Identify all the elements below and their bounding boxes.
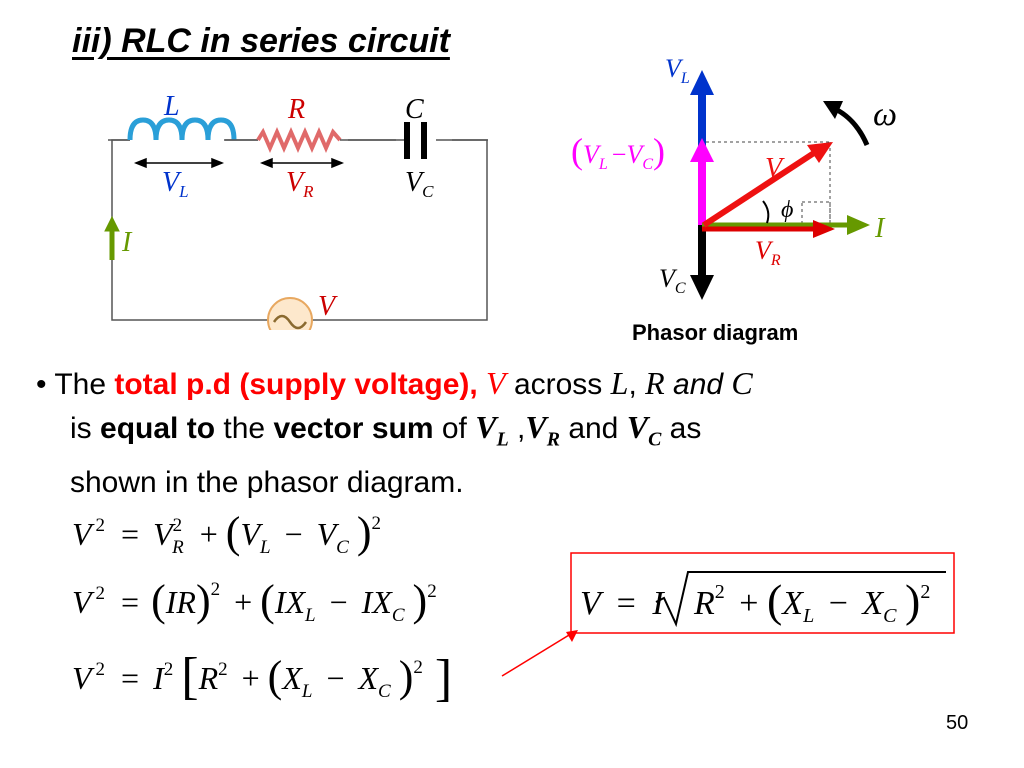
bullet-line-2: is equal to the vector sum of VL ,VR and… [70, 409, 702, 451]
vc-phasor-arrow [690, 225, 714, 300]
current-phasor-arrow [702, 215, 870, 235]
circuit-vc-label: VC [405, 167, 434, 201]
bullet-line-1: • The total p.d (supply voltage), V acro… [36, 365, 753, 401]
bullet-mark: • [36, 368, 47, 401]
resistor-label: R [287, 94, 305, 125]
phasor-vl-minus-vc-label: (VL−VC) [571, 131, 665, 173]
current-label: I [121, 227, 133, 258]
vl-minus-vc-phasor-arrow [690, 138, 714, 227]
source-voltage-label: V [318, 291, 338, 322]
highlight-vector-sum: vector sum [273, 412, 434, 445]
circuit-vr-label: VR [286, 167, 314, 201]
phasor-diagram: VL (VL−VC) V ϕ I VR VC ω [571, 54, 897, 300]
boxed-formula-area: V = I R2 + (XL − XC )2 [501, 552, 955, 677]
bullet-line-3: shown in the phasor diagram. [70, 466, 464, 500]
phasor-omega-label: ω [873, 96, 897, 133]
phasor-current-label: I [874, 213, 886, 244]
inductor-coil [127, 117, 237, 141]
capacitor-label: C [405, 94, 424, 125]
circuit-vl-label: VL [162, 167, 189, 201]
phasor-vc-label: VC [659, 264, 686, 297]
pointer-arrowhead [566, 630, 578, 642]
bullet-paragraph: • The total p.d (supply voltage), V acro… [36, 362, 996, 504]
ac-source-symbol [267, 297, 313, 330]
phasor-vr-label: VR [755, 236, 781, 269]
vl-double-arrow [133, 157, 225, 169]
phi-angle-arc [762, 200, 770, 224]
phasor-v-label: V [765, 153, 785, 184]
highlight-total-pd: total p.d (supply voltage), [114, 368, 478, 401]
resistor-zigzag [256, 127, 342, 153]
vr-phasor-arrow [702, 220, 835, 238]
sine-icon [272, 314, 308, 330]
boxed-equation-radicand: R2 + (XL − XC )2 [693, 569, 930, 630]
highlight-equal-to: equal to [100, 412, 216, 445]
rlc-circuit-diagram: L R C VL VR VC I V [104, 91, 488, 330]
current-arrow [104, 215, 120, 260]
slide-title: iii) RLC in series circuit [72, 22, 450, 60]
phasor-vl-label: VL [665, 54, 690, 87]
page-number: 50 [946, 712, 969, 734]
boxed-equation: V = I [580, 585, 665, 622]
phasor-phi-label: ϕ [781, 197, 793, 223]
phasor-caption: Phasor diagram [632, 320, 799, 345]
vr-double-arrow [259, 157, 345, 169]
inductor-label: L [163, 91, 180, 122]
rotation-arrow-icon [823, 101, 870, 147]
sqrt-symbol [655, 571, 946, 628]
v-resultant-phasor-arrow [702, 142, 833, 228]
pointer-arrow [501, 631, 575, 677]
result-box [570, 552, 955, 634]
